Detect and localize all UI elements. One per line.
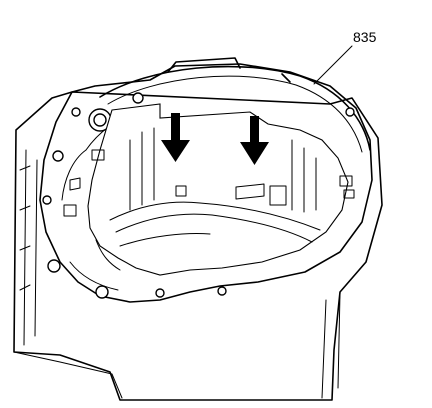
downward-arrows — [161, 113, 269, 165]
arrow-down-right — [240, 116, 269, 165]
case-body — [13, 91, 383, 401]
side-lugs — [63, 149, 355, 217]
arrow-down-left — [161, 113, 190, 162]
rim-ridge — [99, 57, 371, 153]
callout-leader-line — [313, 45, 353, 85]
callout-label-835: 835 — [353, 29, 377, 45]
inner-bore — [87, 103, 349, 276]
